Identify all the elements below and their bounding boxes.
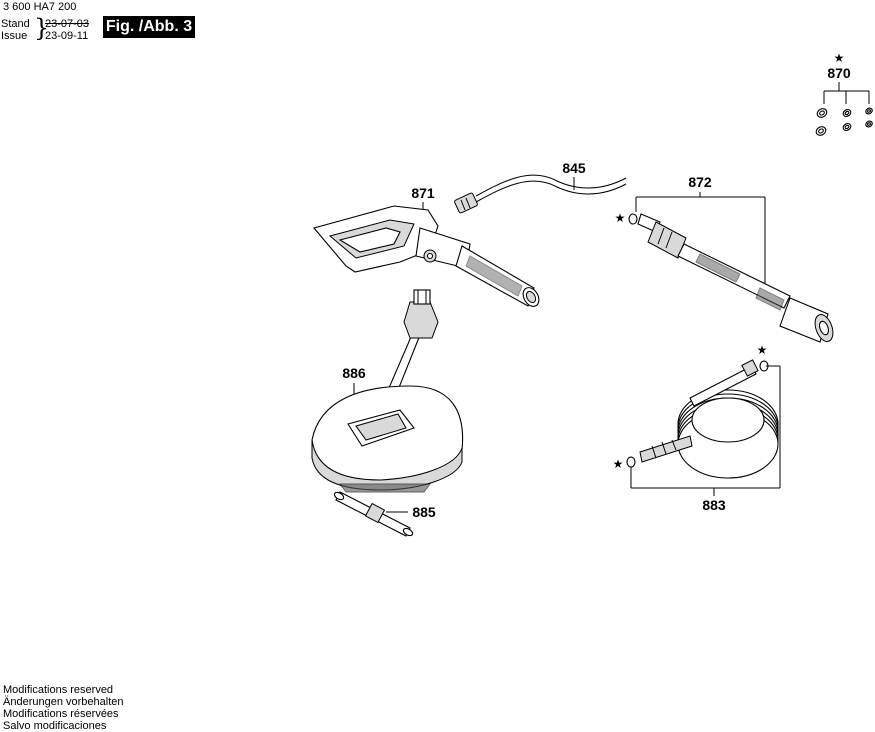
part-number-845: 845	[562, 160, 586, 176]
star-icon-872: ★	[615, 211, 626, 225]
star-icon-870: ★	[834, 51, 845, 65]
oring-icon	[626, 456, 636, 468]
part-number-886: 886	[342, 365, 366, 381]
part-number-872: 872	[688, 174, 712, 190]
part-872-extension-lance[interactable]: 872 ★	[615, 174, 837, 344]
stand-label: Stand	[1, 18, 30, 30]
document-number: 3 600 HA7 200	[3, 1, 77, 13]
part-845-hose[interactable]: 845	[454, 160, 627, 214]
modifications-notice: Modifications reserved Änderungen vorbeh…	[3, 684, 123, 732]
notice-line-fr: Modifications réservées	[3, 708, 119, 720]
part-883-hose-coil[interactable]: ★ ★ 883	[613, 343, 781, 513]
oring-icon	[628, 213, 638, 225]
notice-line-en: Modifications reserved	[3, 684, 114, 696]
issue-label: Issue	[1, 30, 28, 42]
figure-badge: Fig. /Abb. 3	[103, 16, 195, 38]
brace-icon: }	[34, 14, 50, 42]
part-number-883: 883	[702, 497, 726, 513]
part-885-spray-bar[interactable]: 885	[333, 491, 436, 537]
star-icon-883-bottom: ★	[613, 457, 624, 471]
part-871-trigger-gun[interactable]: 871	[313, 185, 542, 309]
date-old: 23-07-03	[45, 18, 90, 30]
notice-line-de: Änderungen vorbehalten	[3, 696, 124, 708]
part-number-885: 885	[412, 504, 436, 520]
date-new: 23-09-11	[45, 30, 89, 42]
part-886-surface-cleaner[interactable]: 886	[311, 289, 464, 493]
notice-line-es: Salvo modificaciones	[3, 720, 107, 732]
part-number-871: 871	[411, 185, 435, 201]
star-icon-883-top: ★	[757, 343, 768, 357]
part-870-oring-set[interactable]: ★ 870	[815, 51, 874, 137]
hose-fitting-icon	[454, 192, 478, 214]
part-number-870: 870	[827, 65, 851, 81]
